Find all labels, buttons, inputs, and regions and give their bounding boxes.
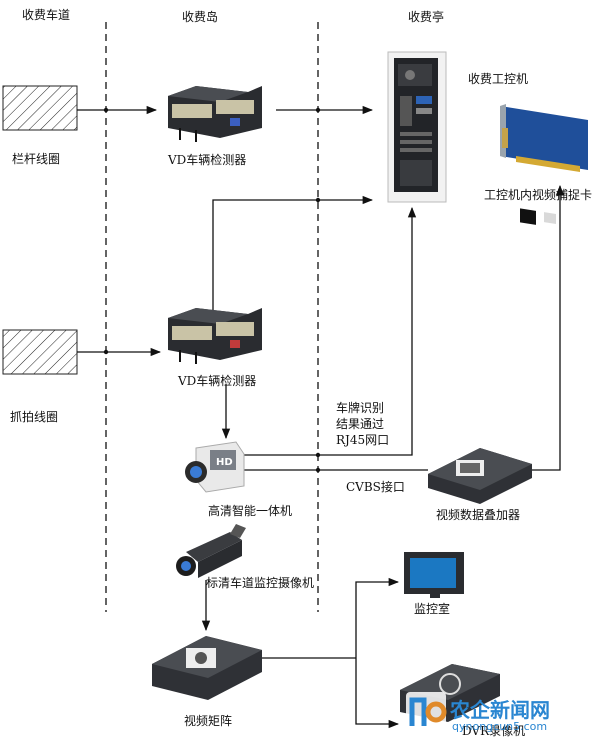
link-hd-camera-to-pc	[240, 206, 417, 456]
junction-dot	[315, 452, 321, 458]
zone-label-lane: 收费车道	[22, 8, 71, 22]
svg-text:HD: HD	[216, 457, 233, 468]
watermark-logo	[406, 692, 447, 730]
capture-card-label: 工控机内视频捕捉卡	[484, 188, 593, 202]
hd-camera-label: 高清智能一体机	[208, 504, 293, 518]
junction-dot	[103, 349, 109, 355]
overlay-label: 视频数据叠加器	[436, 508, 521, 522]
watermark-url: qynongcun5.com	[452, 720, 548, 733]
barrier-coil-label: 栏杆线圈	[12, 152, 61, 166]
vd-detector-bottom-icon	[168, 308, 262, 364]
video-matrix-icon	[152, 636, 262, 700]
link-to-dvr	[355, 658, 400, 729]
junction-dot	[315, 107, 321, 113]
link-to-monitor	[355, 577, 400, 658]
monitor-room-label: 监控室	[414, 602, 451, 616]
video-capture-card-icon	[500, 104, 588, 225]
vd-detector-top-icon	[168, 86, 262, 142]
capture-coil-label: 抓拍线圈	[10, 410, 59, 424]
dvr-label: DVR录像机	[462, 724, 526, 738]
sd-camera-icon	[176, 524, 246, 578]
junction-dot	[315, 467, 321, 473]
video-overlay-device-icon	[428, 448, 532, 504]
pc-label: 收费工控机	[468, 72, 529, 86]
hd-camera-icon: HD	[185, 441, 245, 493]
vd-detector-bottom-label: VD车辆检测器	[178, 374, 257, 388]
sd-camera-label: 标清车道监控摄像机	[206, 576, 315, 590]
barrier-coil-icon	[2, 85, 78, 131]
monitor-icon	[404, 552, 464, 598]
vd-detector-top-label: VD车辆检测器	[168, 153, 247, 167]
link-overlay-to-card	[532, 184, 565, 471]
matrix-label: 视频矩阵	[184, 714, 233, 728]
watermark-brand: 农企新闻网	[450, 698, 550, 722]
industrial-pc-icon	[387, 51, 447, 203]
junction-dot	[315, 197, 321, 203]
plate-result-label: 车牌识别 结果通过 RJ45网口	[336, 401, 390, 447]
cvbs-label: CVBS接口	[346, 480, 405, 494]
zone-label-booth: 收费亭	[408, 10, 445, 24]
zone-label-island: 收费岛	[182, 10, 219, 24]
capture-coil-icon	[2, 329, 78, 375]
link-vd-bottom-to-pc	[212, 195, 374, 320]
junction-dot	[103, 107, 109, 113]
